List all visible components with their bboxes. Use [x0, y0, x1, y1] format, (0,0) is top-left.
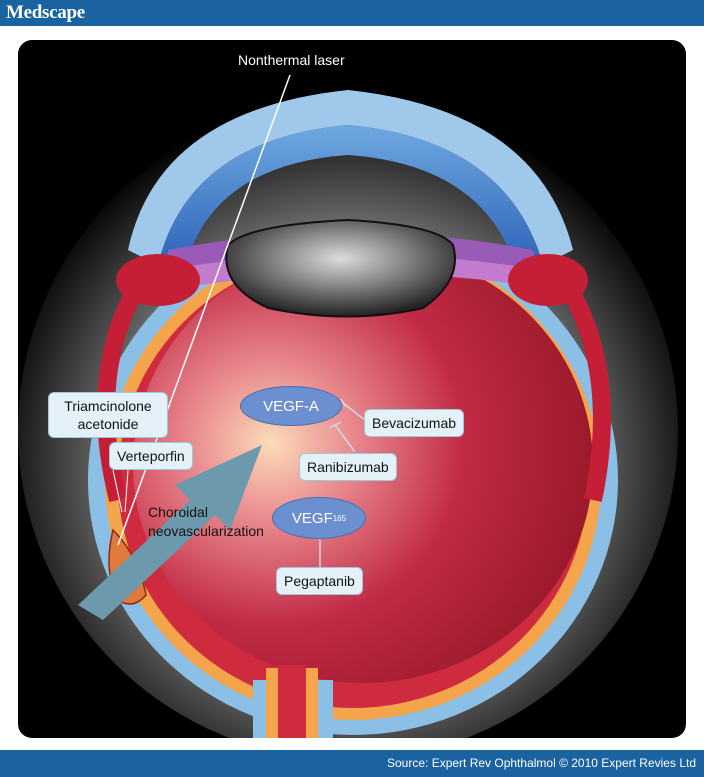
- triamcinolone-label: Triamcinolone acetonide: [48, 392, 168, 438]
- vegf165-text: VEGF: [291, 509, 333, 527]
- nonthermal-laser-label: Nonthermal laser: [238, 52, 345, 68]
- bevacizumab-label: Bevacizumab: [364, 409, 465, 437]
- bevacizumab-connector: [342, 402, 366, 421]
- ranibizumab-label: Ranibizumab: [299, 453, 397, 481]
- cnv-arrow: [78, 445, 262, 620]
- source-credit: Source: Expert Rev Ophthalmol © 2010 Exp…: [387, 756, 696, 770]
- vegf165-subscript: 165: [332, 513, 347, 523]
- footer-bar: Source: Expert Rev Ophthalmol © 2010 Exp…: [0, 750, 704, 777]
- vegf-a-node: VEGF-A: [240, 386, 342, 426]
- verteporfin-label: Verteporfin: [109, 442, 193, 470]
- triamcinolone-text: Triamcinolone acetonide: [64, 398, 152, 432]
- pegaptanib-label: Pegaptanib: [276, 567, 363, 595]
- header-bar: Medscape: [0, 0, 704, 26]
- medscape-logo: Medscape: [6, 2, 85, 23]
- vegf-a-text: VEGF-A: [263, 397, 319, 415]
- cnv-label: Choroidal neovascularization: [148, 503, 264, 541]
- ranibizumab-connector: [334, 424, 356, 453]
- cnv-text: Choroidal neovascularization: [148, 504, 264, 539]
